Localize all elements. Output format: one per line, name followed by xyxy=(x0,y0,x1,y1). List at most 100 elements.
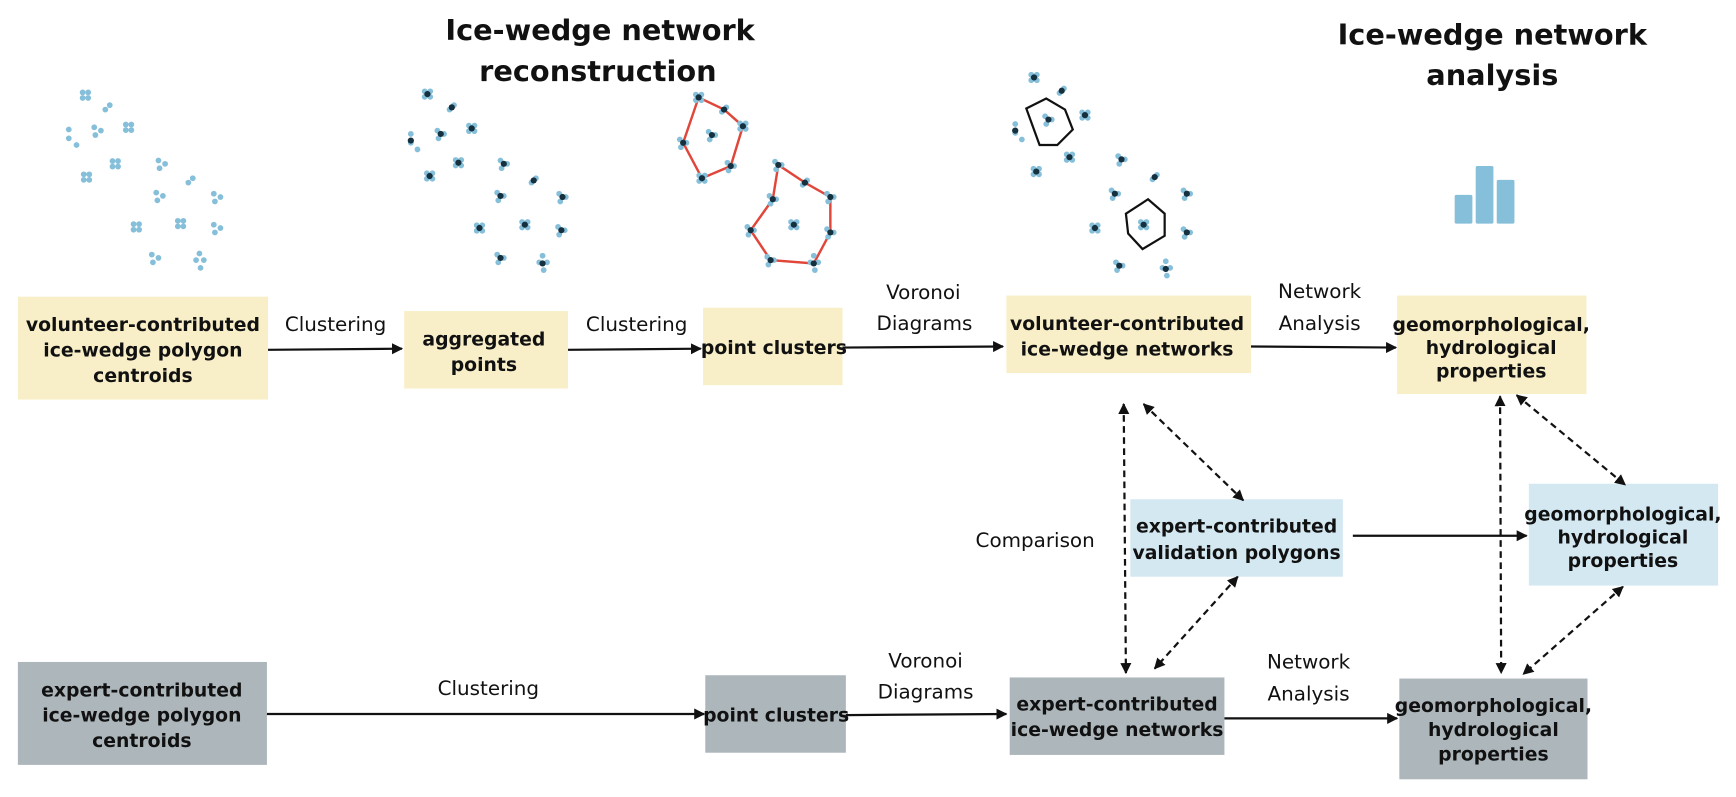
scatter-point xyxy=(156,165,163,172)
scatter-point xyxy=(1162,258,1169,265)
voronoi-cell-1 xyxy=(1024,97,1075,147)
scatter-point xyxy=(1018,136,1025,143)
box-text-line: properties xyxy=(1436,361,1546,382)
scatter-point xyxy=(217,225,224,231)
box-text-line: geomorphological, xyxy=(1395,696,1592,717)
scatter-point xyxy=(85,95,92,101)
expert-centroids-box: expert-contributed ice-wedge polygon cen… xyxy=(17,661,267,765)
cluster-centroid xyxy=(708,131,716,139)
box-text-line: points xyxy=(451,355,517,376)
analysis-title-line-2: analysis xyxy=(1426,58,1558,92)
box-text-line: hydrological xyxy=(1558,528,1689,549)
cluster-centroid xyxy=(1151,174,1158,181)
volunteer-centroids-box: volunteer-contributed ice-wedge polygon … xyxy=(17,296,269,400)
cluster-centroid xyxy=(530,177,537,184)
box-text-line: point clusters xyxy=(703,706,849,727)
scatter-point xyxy=(130,221,137,228)
box-text-line: ice-wedge polygon xyxy=(42,706,241,727)
scatter-point xyxy=(1012,121,1019,127)
edge-label-clustering-2: Clustering xyxy=(586,313,687,336)
arrow-centroids-to-aggregated xyxy=(268,343,404,355)
cluster-centroid xyxy=(1081,112,1089,119)
edge-label-network-top-2: Analysis xyxy=(1279,312,1361,335)
arrow-networks-to-properties xyxy=(1250,341,1398,354)
comparison-arrow-validation-bottom xyxy=(1153,575,1239,670)
expert-networks-box: expert-contributed ice-wedge networks xyxy=(1009,677,1225,755)
comparison-arrow-properties-bottom xyxy=(1522,585,1624,675)
edge-label-clustering-bottom: Clustering xyxy=(438,677,539,700)
raw-centroids-scatter-icon xyxy=(65,89,224,271)
expert-properties-box: geomorphological, hydrological propertie… xyxy=(1395,678,1592,780)
cluster-centroid xyxy=(1012,127,1019,134)
scatter-point xyxy=(150,259,156,266)
scatter-point xyxy=(414,146,421,153)
scatter-point xyxy=(98,127,104,134)
voronoi-network-icon xyxy=(1012,71,1193,279)
volunteer-properties-box: geomorphological, hydrological propertie… xyxy=(1393,295,1590,395)
cluster-centroid xyxy=(424,90,431,98)
scatter-point xyxy=(109,163,116,170)
edge-label-network-top-1: Network xyxy=(1278,280,1362,303)
scatter-point xyxy=(540,267,547,273)
validation-properties-box: geomorphological, hydrological propertie… xyxy=(1524,483,1722,586)
box-text-line: hydrological xyxy=(1428,720,1559,741)
cluster-centroid xyxy=(1045,116,1052,123)
cluster-centroid xyxy=(810,260,817,267)
cluster-centroid xyxy=(476,224,483,232)
cluster-centroid xyxy=(407,137,414,144)
scatter-point xyxy=(80,171,87,178)
scatter-point xyxy=(86,177,93,183)
cluster-centroid xyxy=(767,257,774,264)
voronoi-cell-2 xyxy=(1124,197,1166,251)
arrow-clusters-to-networks xyxy=(842,341,1005,353)
cluster-centroid xyxy=(539,260,546,267)
scatter-point xyxy=(155,255,162,261)
cluster-centroid xyxy=(727,162,734,170)
scatter-point xyxy=(159,193,166,199)
scatter-point xyxy=(811,267,818,273)
scatter-point xyxy=(91,124,98,131)
edge-label-voronoi-top-2: Diagrams xyxy=(877,312,973,335)
cluster-centroid xyxy=(747,227,754,234)
cluster-centroid xyxy=(790,221,797,228)
scatter-point xyxy=(79,95,86,101)
scatter-point xyxy=(180,217,187,224)
box-text-line: volunteer-contributed xyxy=(26,315,260,336)
scatter-point xyxy=(193,257,199,264)
scatter-point xyxy=(200,257,207,264)
cluster-centroid xyxy=(497,192,504,200)
cluster-centroid xyxy=(695,94,702,101)
aggregated-points-scatter-icon xyxy=(407,88,569,273)
bar-chart-icon xyxy=(1454,166,1515,224)
scatter-point xyxy=(197,265,204,271)
scatter-point xyxy=(153,189,160,196)
edge-label-voronoi-bottom-1: Voronoi xyxy=(888,649,963,672)
cluster-centroid xyxy=(1116,262,1123,269)
scatter-point xyxy=(539,252,546,259)
scatter-point xyxy=(128,121,135,128)
scatter-point xyxy=(109,158,116,164)
scatter-point xyxy=(174,217,181,224)
cluster-centroid xyxy=(1033,168,1040,175)
box-text-line: point clusters xyxy=(701,338,847,359)
box-text-line: expert-contributed xyxy=(1016,695,1217,716)
edge-label-voronoi-bottom-2: Diagrams xyxy=(878,680,974,703)
scatter-point xyxy=(174,223,181,230)
edge-label-voronoi-top-1: Voronoi xyxy=(886,281,961,304)
edge-label-network-bottom-2: Analysis xyxy=(1268,683,1350,706)
scatter-point xyxy=(122,121,129,128)
cluster-centroid xyxy=(559,193,566,201)
scatter-point xyxy=(212,229,218,236)
cluster-centroid xyxy=(1111,190,1118,197)
box-text-line: volunteer-contributed xyxy=(1010,314,1244,335)
cluster-centroid xyxy=(827,193,834,201)
point-clusters-polygon-icon xyxy=(676,91,837,273)
arrow-expert-clusters-to-networks xyxy=(845,708,1008,720)
cluster-centroid xyxy=(1162,265,1169,273)
scatter-point xyxy=(136,221,142,228)
volunteer-networks-box: volunteer-contributed ice-wedge networks xyxy=(1006,295,1252,374)
analysis-title: Ice-wedge network analysis xyxy=(1338,17,1648,92)
cluster-centroid xyxy=(827,229,834,236)
box-text-line: geomorphological, xyxy=(1524,504,1721,525)
